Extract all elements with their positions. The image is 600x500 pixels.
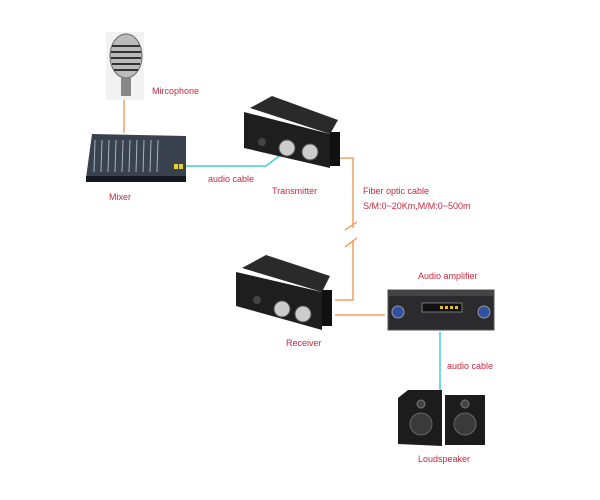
receiver-image — [236, 255, 332, 330]
fiber-title-label: Fiber optic cable — [363, 186, 430, 196]
loudspeaker-image — [398, 390, 485, 446]
microphone-image — [106, 32, 144, 100]
loudspeaker-label: Loudspeaker — [418, 454, 471, 464]
fiber-cable-upper — [335, 157, 354, 228]
mixer-image — [86, 134, 186, 182]
receiver-label: Receiver — [286, 338, 322, 348]
audio-cable-label-1: audio cable — [208, 174, 255, 184]
fiber-cable-lower — [335, 240, 354, 301]
amplifier-image — [387, 289, 495, 331]
amplifier-label: Audio amplifier — [418, 271, 478, 281]
mixer-label: Mixer — [109, 192, 131, 202]
fiber-break-mark — [344, 237, 358, 248]
microphone-label: Mircophone — [152, 86, 200, 96]
fiber-break-mark — [344, 221, 358, 231]
fiber-spec-label: S/M:0~20Km,M/M:0~500m — [363, 201, 471, 211]
transmitter-label: Transmitter — [272, 186, 318, 196]
mixer-transmitter-audio-cable — [183, 152, 284, 167]
transmitter-image — [244, 96, 340, 168]
audio-cable-label-2: audio cable — [447, 361, 494, 371]
